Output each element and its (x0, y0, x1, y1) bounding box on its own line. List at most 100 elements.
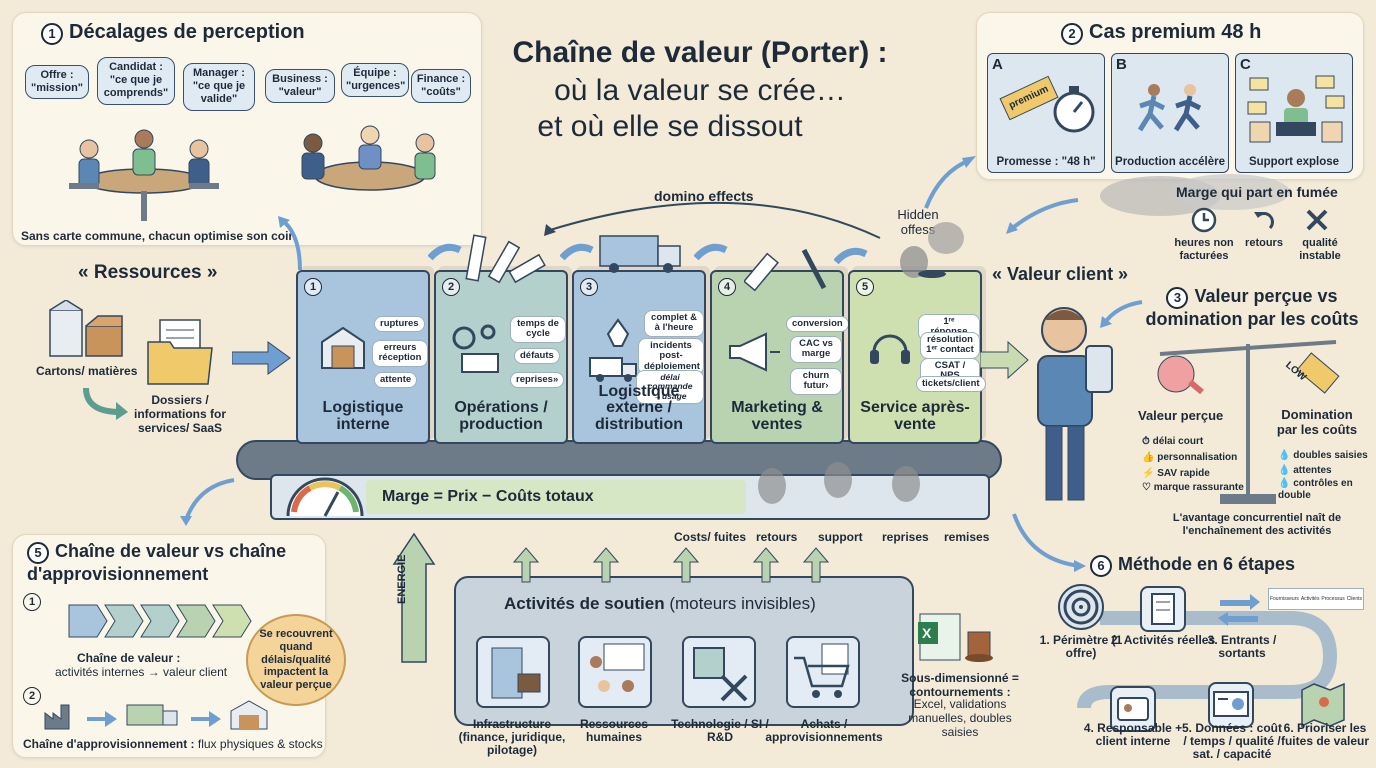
panel5-s1-number: 1 (23, 593, 41, 611)
primary-5-number: 5 (856, 278, 874, 296)
step-3-icon (1216, 586, 1262, 632)
excel-stamp-icon: X (918, 613, 993, 662)
primary-3-label: Logistique externe / distribution (595, 382, 683, 434)
support-up-arrows (512, 547, 830, 583)
leak-smoke (750, 460, 950, 525)
leak-costs: Costs/ fuites (674, 530, 747, 544)
step-5-icon (1208, 682, 1254, 728)
step-2-icon (1140, 586, 1186, 632)
client-figure (1037, 307, 1113, 501)
title-line1: Chaîne de valeur (Porter) : (512, 36, 888, 69)
runners-icon (1137, 84, 1202, 132)
truck-rocket-icon (599, 235, 681, 273)
primary-activity-5: 5 1ʳᵉ réponse résolution 1ᵉʳ contact CSA… (848, 270, 986, 444)
title-line2: où la valeur se crée… (554, 74, 846, 107)
left-item-2: ⚡ SAV rapide (1142, 468, 1210, 479)
support-overload-icon (1247, 75, 1345, 143)
primary-4-number: 4 (718, 278, 736, 296)
arrow-to-panel1 (278, 216, 302, 271)
title-line3: et où elle se dissout (537, 110, 803, 143)
panel5-s1-sub: activités internes → valeur client (55, 665, 228, 679)
step-5-label: 5. Données : coût / temps / qualité / sa… (1181, 721, 1282, 762)
chimney-smoke-icon (900, 222, 964, 278)
rocket-truck-icon (589, 318, 637, 382)
panel2-b-letter: B (1116, 56, 1127, 73)
chip-tools-icon (693, 647, 748, 702)
arrow-to-panel3 (1100, 300, 1143, 328)
panel5-number: 5 (27, 541, 49, 564)
smoke-item-quality: qualité instable (1299, 237, 1341, 262)
panel3-number: 3 (1166, 286, 1189, 309)
support-rh-label: Ressources humaines (579, 717, 649, 745)
chip-temps-cycle: temps de cycle (510, 316, 566, 343)
step-4-icon (1110, 686, 1156, 732)
panel1-caption: Sans carte commune, chacun optimise son … (21, 229, 296, 243)
primary-3-number: 3 (580, 278, 598, 296)
marge-bar: Marge = Prix − Coûts totaux (270, 474, 990, 520)
step-4-label: 4. Responsable + client interne (1083, 721, 1183, 749)
step-6-icon (1300, 682, 1346, 728)
wrench-icon (744, 248, 827, 292)
primary-4-label: Marketing & ventes (731, 399, 823, 434)
leak-remises: remises (944, 530, 990, 544)
bubble-equipe: Équipe : "urgences" (341, 63, 409, 98)
chip-incidents: incidents post-déploiement (638, 338, 704, 376)
stopwatch-icon (1053, 86, 1095, 133)
smoke-item-hours: heures non facturées (1174, 237, 1234, 262)
folder-icon (147, 319, 213, 385)
value-chain-chevrons (68, 604, 252, 638)
panel2-title: Cas premium 48 h (1089, 21, 1262, 43)
left-item-1: 👍 personnalisation (1142, 452, 1238, 463)
right-item-2: 💧 contrôles en double (1278, 478, 1353, 501)
leak-retours: retours (756, 530, 798, 544)
panel2-c-letter: C (1240, 56, 1251, 73)
leak-support: support (818, 530, 863, 544)
chip-cac: CAC vs marge (790, 336, 842, 363)
chip-conversion: conversion (786, 316, 849, 333)
primary-2-number: 2 (442, 278, 460, 296)
method-path (1077, 611, 1338, 709)
overlap-callout: Se recouvrent quand délais/qualité impac… (246, 614, 346, 706)
panel2-a: A premium Promesse : "48 h" (987, 53, 1105, 173)
step-2-label: 2. Activités réelles (1110, 633, 1216, 647)
training-icon (590, 643, 645, 692)
support-subtitle: (moteurs invisibles) (669, 594, 816, 613)
panel5-s2-sub: flux physiques & stocks (194, 737, 323, 751)
panel2-a-letter: A (992, 56, 1003, 73)
panel5-s2-number: 2 (23, 687, 41, 705)
curved-arrow-icon (83, 387, 128, 420)
flow-arrow-3 (694, 243, 728, 261)
energie-label: ENERGIE (396, 554, 408, 604)
panel3-left-list: ⏱ délai court 👍 personnalisation ⚡ SAV r… (1142, 434, 1244, 494)
primary-activity-3: 3 complet & à l'heure incidents post-dép… (572, 270, 706, 444)
primary-5-label: Service après-vente (860, 399, 970, 434)
panel3-footer: L'avantage concurrentiel naît de l'encha… (1172, 512, 1342, 537)
support-tech-label: Technologie / SI / R&D (671, 717, 769, 745)
building-icon (491, 647, 541, 699)
arrow-to-panel6 (1012, 513, 1086, 572)
panel6-number: 6 (1090, 554, 1112, 577)
svg-text:X: X (922, 625, 932, 641)
mini-chain-2: Processus (1321, 596, 1345, 602)
bubble-offre: Offre : "mission" (25, 65, 89, 100)
flow-arrow-1 (428, 243, 462, 261)
support-infra (476, 636, 550, 708)
flow-arrow-4 (834, 247, 868, 265)
chip-erreurs: erreurs réception (372, 340, 428, 367)
meeting-illustration-left (69, 129, 219, 221)
panel5-s2-row: Chaîne d'approvisionnement : flux physiq… (23, 737, 323, 751)
bubble-finance: Finance : "coûts" (411, 69, 471, 104)
main-title: Chaîne de valeur (Porter) : où la valeur… (470, 36, 930, 144)
primary-activity-2: 2 temps de cycle défauts reprises» Opéra… (434, 270, 568, 444)
ressources-item-dossiers: Dossiers / informations for services/ Sa… (134, 393, 226, 435)
return-icon (1254, 212, 1274, 230)
panel3-left-title: Valeur perçue (1138, 408, 1224, 423)
cart-icon (794, 643, 850, 698)
chip-attente: attente (374, 372, 418, 389)
